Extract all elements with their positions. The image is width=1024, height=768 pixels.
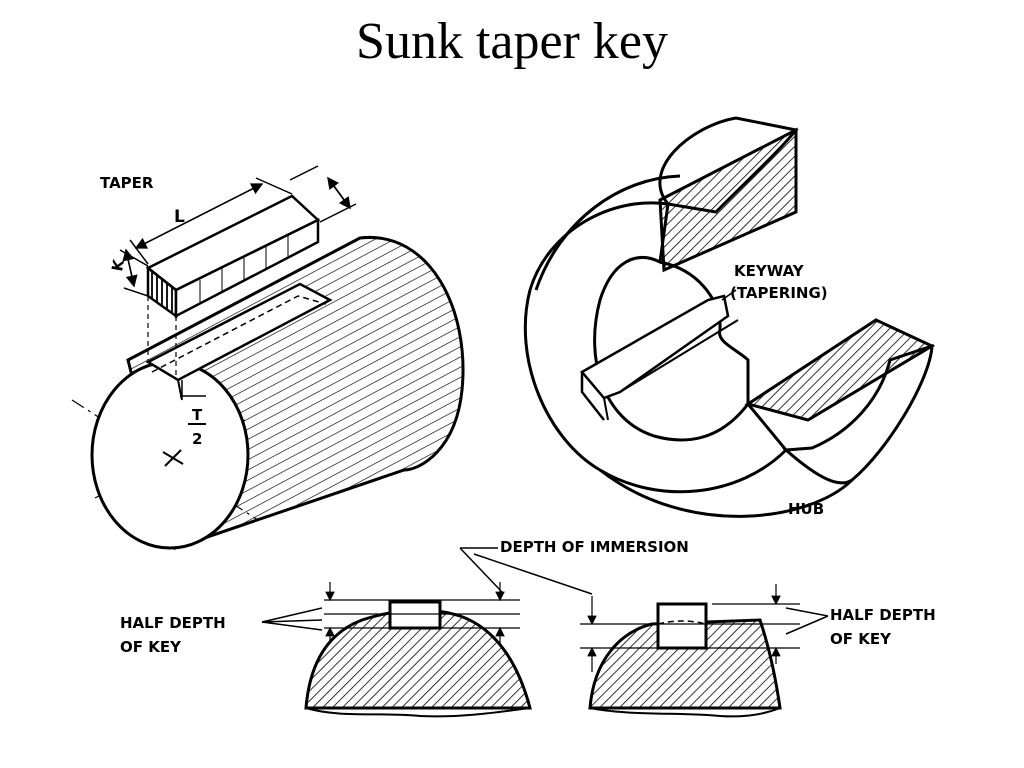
section-views: DEPTH OF IMMERSION	[120, 538, 936, 718]
label-half-depth-left-line2: OF KEY	[120, 638, 182, 656]
label-half-t-denominator: 2	[192, 430, 202, 448]
section-left	[261, 582, 532, 718]
label-half-t-numerator: T	[192, 406, 203, 424]
section-right	[580, 584, 829, 718]
label-half-depth-left-line1: HALF DEPTH	[120, 614, 226, 632]
label-keyway-line2: (TAPERING)	[730, 284, 828, 302]
label-half-depth-right-line1: HALF DEPTH	[830, 606, 936, 624]
label-length: L	[174, 207, 185, 227]
label-depth-of-immersion: DEPTH OF IMMERSION	[500, 538, 689, 556]
dimension-length	[129, 177, 293, 265]
shaft-end-face	[90, 360, 250, 550]
label-thickness: K	[108, 257, 128, 273]
label-keyway-line1: KEYWAY	[734, 262, 805, 280]
label-taper: TAPER	[100, 174, 154, 192]
hub-front-face	[523, 201, 789, 494]
shaft-with-key-view: TAPER L K T 2	[71, 165, 465, 550]
shaft-keyway	[145, 282, 333, 382]
label-half-depth-right-line2: OF KEY	[830, 630, 892, 648]
shaft-centre-mark	[162, 449, 184, 467]
taper-key	[145, 194, 321, 319]
hub-cut-top	[658, 127, 798, 273]
hub-cut-bottom	[744, 318, 936, 422]
hub-keyway	[580, 294, 730, 400]
hub-view: KEYWAY (TAPERING) HUB	[523, 116, 936, 518]
slide-title: Sunk taper key	[356, 13, 668, 70]
label-hub: HUB	[788, 500, 824, 518]
